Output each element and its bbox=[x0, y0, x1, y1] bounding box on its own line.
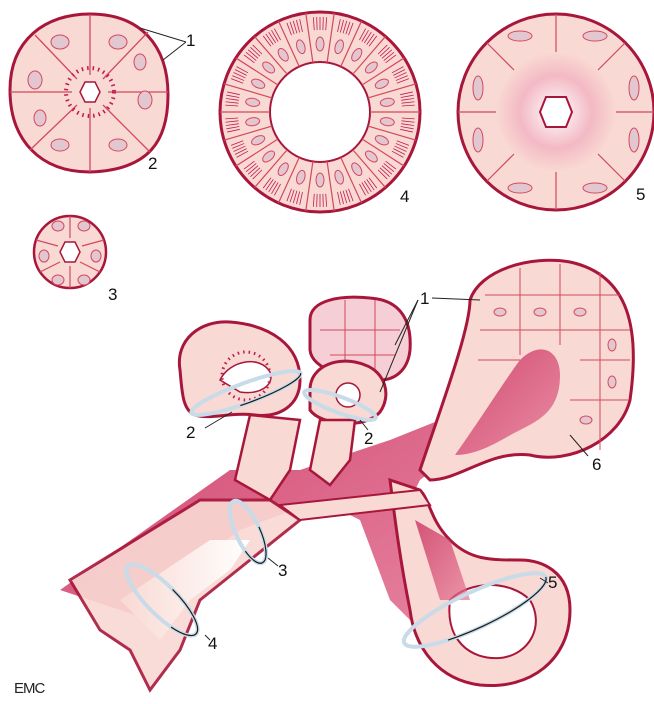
intercalated-duct-section bbox=[34, 216, 106, 288]
label-gland-1: 1 bbox=[420, 290, 429, 307]
label-gland-4: 4 bbox=[208, 635, 217, 652]
label-gland-5: 5 bbox=[548, 574, 557, 591]
label-top-3: 3 bbox=[108, 286, 117, 303]
label-top-4: 4 bbox=[400, 188, 409, 205]
emc-logo: EMC bbox=[14, 680, 44, 697]
striated-duct-section bbox=[220, 12, 420, 212]
label-top-5: 5 bbox=[636, 186, 645, 203]
label-gland-3: 3 bbox=[278, 562, 287, 579]
label-gland-2b: 2 bbox=[364, 430, 373, 447]
label-top-2: 2 bbox=[148, 155, 157, 172]
label-gland-6: 6 bbox=[592, 456, 601, 473]
label-top-1: 1 bbox=[186, 32, 195, 49]
label-gland-2a: 2 bbox=[186, 424, 195, 441]
serous-acinus-section bbox=[10, 14, 168, 172]
excretory-duct-section bbox=[458, 14, 654, 210]
